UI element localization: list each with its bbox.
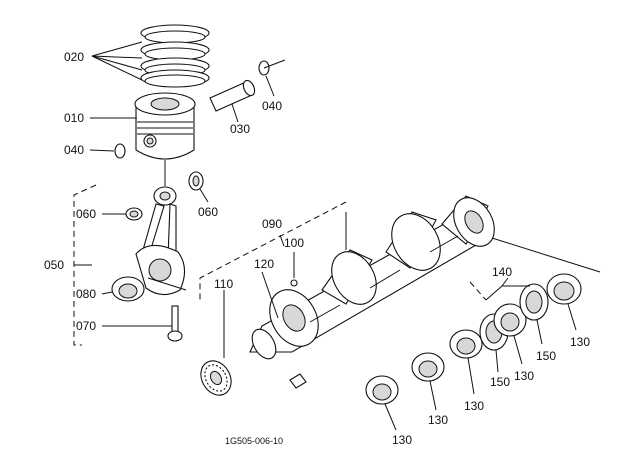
label-130-4: 130 — [514, 369, 534, 383]
leader-030 — [231, 103, 239, 123]
crank-axis — [491, 237, 601, 273]
piston — [134, 92, 196, 160]
label-060-right: 060 — [198, 205, 218, 219]
label-040-left: 040 — [64, 143, 84, 157]
bushing-left — [125, 207, 143, 221]
thrust-washer-2 — [519, 283, 549, 321]
leader-080 — [101, 291, 113, 295]
assembly-bracket-050 — [73, 184, 97, 346]
label-090: 090 — [262, 217, 282, 231]
leader-130-1 — [384, 403, 397, 431]
rod-bolt — [167, 305, 183, 342]
leader-130-5 — [567, 303, 577, 331]
leader-060-right — [199, 188, 209, 203]
rod-bearing — [111, 276, 145, 302]
leader-150-2 — [536, 319, 543, 345]
label-040-right: 040 — [262, 99, 282, 113]
leader-130-4 — [513, 335, 523, 365]
label-130-1: 130 — [392, 433, 412, 447]
piston-rings — [140, 24, 210, 88]
label-130-3: 130 — [464, 399, 484, 413]
leader-120 — [261, 271, 279, 319]
leader-040-left — [89, 149, 115, 152]
bracket-140 — [469, 277, 530, 301]
leader-020 — [91, 41, 143, 81]
label-030: 030 — [230, 122, 250, 136]
label-070: 070 — [76, 319, 96, 333]
bushing-right — [188, 171, 204, 191]
leader-150-1 — [495, 349, 499, 373]
label-110: 110 — [214, 277, 233, 291]
label-130-5: 130 — [570, 335, 590, 349]
circlip-right — [258, 59, 286, 76]
label-050: 050 — [44, 258, 64, 272]
figure-code: 1G505-006-10 — [225, 436, 283, 446]
main-bearing-3 — [449, 329, 483, 359]
main-bearing-1 — [365, 375, 399, 405]
label-010: 010 — [64, 111, 84, 125]
main-bearing-5 — [546, 273, 582, 305]
crankshaft — [249, 195, 495, 360]
leader-130-3 — [467, 357, 475, 395]
plug — [290, 252, 298, 287]
woodruff-key — [289, 373, 307, 389]
piston-pin — [209, 79, 256, 112]
main-bearing-2 — [411, 352, 445, 382]
assembly-bracket-090 — [199, 201, 347, 300]
main-bearing-4 — [493, 303, 527, 337]
crank-gear — [200, 360, 232, 396]
label-140: 140 — [492, 265, 512, 279]
label-020: 020 — [64, 50, 84, 64]
label-080: 080 — [76, 287, 96, 301]
leader-040-right — [265, 75, 275, 97]
circlip-left — [114, 143, 126, 159]
label-130-2: 130 — [428, 413, 448, 427]
label-150-1: 150 — [490, 375, 510, 389]
label-060-left: 060 — [76, 207, 96, 221]
connecting-rod — [135, 186, 187, 296]
label-120: 120 — [254, 257, 274, 271]
leader-130-2 — [429, 380, 437, 411]
label-150-2: 150 — [536, 349, 556, 363]
label-100: 100 — [284, 236, 304, 250]
